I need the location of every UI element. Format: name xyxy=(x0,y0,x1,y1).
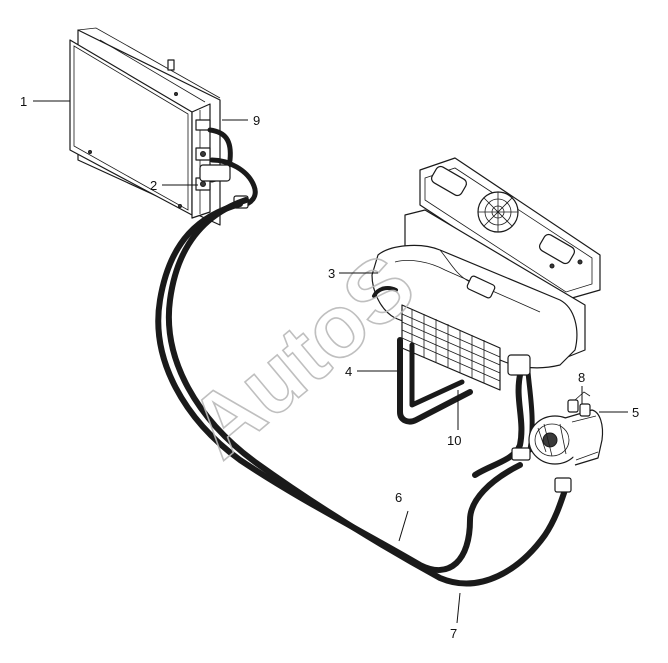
callout-7: 7 xyxy=(450,626,457,641)
callout-1: 1 xyxy=(20,94,27,109)
compressor xyxy=(528,391,604,466)
callout-5: 5 xyxy=(632,405,639,420)
watermark: AutoS xyxy=(171,234,433,476)
callout-4: 4 xyxy=(345,364,352,379)
callout-3: 3 xyxy=(328,266,335,281)
callout-9: 9 xyxy=(253,113,260,128)
receiver-drier-lines xyxy=(199,127,258,209)
hvac-evaporator-case xyxy=(371,209,586,425)
callout-8: 8 xyxy=(578,370,585,385)
leader-lines xyxy=(33,100,628,624)
callout-10: 10 xyxy=(447,433,461,448)
callout-labels: 1 2 3 4 5 6 7 8 9 10 xyxy=(20,94,639,641)
condenser xyxy=(69,27,221,226)
refrigerant-hoses xyxy=(155,197,572,587)
blower-housing xyxy=(419,157,601,301)
callout-2: 2 xyxy=(150,178,157,193)
evaporator-fins xyxy=(401,309,501,383)
callout-6: 6 xyxy=(395,490,402,505)
